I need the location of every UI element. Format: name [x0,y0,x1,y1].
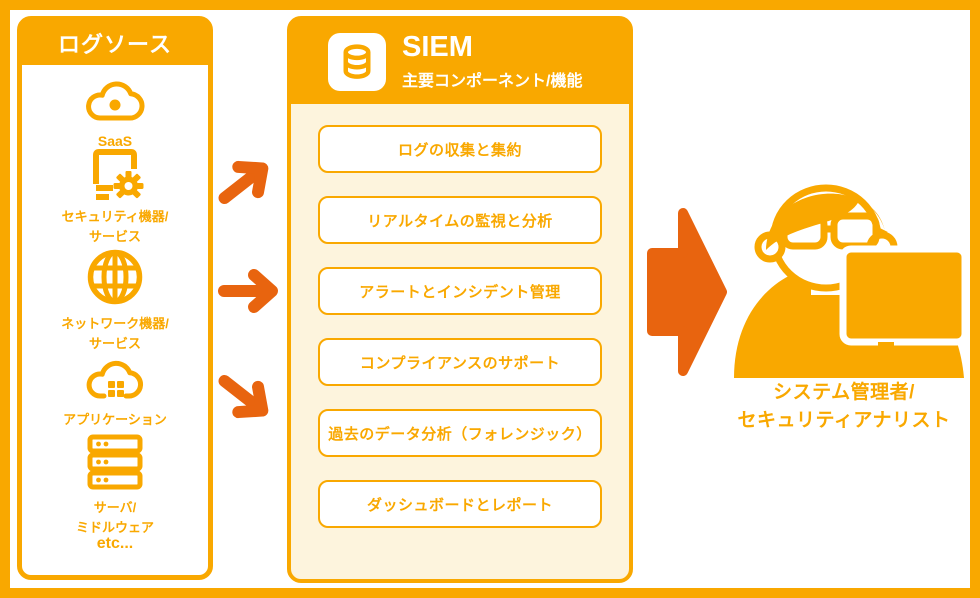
siem-function-alert-incident: アラートとインシデント管理 [318,267,602,315]
flow-arrow-middle-icon [218,269,278,313]
siem-function-log-collection: ログの収集と集約 [318,125,602,173]
siem-function-dashboard-report: ダッシュボードとレポート [318,480,602,528]
cloud-icon [83,78,147,124]
siem-function-forensics: 過去のデータ分析（フォレンジック） [318,409,602,457]
monitor-gear-icon [86,142,144,200]
log-sources-header: ログソース [21,20,209,65]
analyst-illustration [734,184,969,378]
cloud-apps-icon [83,355,147,403]
log-source-label: サーバ/ ミドルウェア [75,500,154,536]
flow-arrow-up-icon [218,160,269,205]
log-sources-title: ログソース [58,31,172,57]
log-source-label: ネットワーク機器/ サービス [61,316,169,352]
siem-title: SIEM [402,31,473,64]
log-source-application: アプリケーション [22,355,208,430]
log-sources-panel: ログソース SaaS [17,16,213,580]
siem-header: SIEM 主要コンポーネント/機能 [290,19,630,104]
log-source-network: ネットワーク機器/ サービス [22,247,208,354]
flow-arrow-down-icon [218,374,269,419]
audience-label: システム管理者/ セキュリティアナリスト [737,382,951,431]
siem-function-compliance: コンプライアンスのサポート [318,338,602,386]
siem-function-realtime-monitoring: リアルタイムの監視と分析 [318,196,602,244]
log-source-server: サーバ/ ミドルウェア [22,433,208,538]
server-stack-icon [85,433,145,491]
log-source-label: SaaS [97,133,133,149]
globe-icon [85,247,145,307]
siem-function-list: ログの収集と集約 リアルタイムの監視と分析 アラートとインシデント管理 コンプラ… [291,104,629,528]
log-source-security: セキュリティ機器/ サービス [22,142,208,247]
log-sources-etc: etc... [96,535,134,552]
log-source-saas: SaaS [22,78,208,153]
log-source-label: アプリケーション [63,412,167,427]
siem-panel: SIEM 主要コンポーネント/機能 ログの収集と集約 リアルタイムの監視と分析 … [287,16,633,583]
database-icon [328,32,386,91]
output-arrow-icon [647,208,727,376]
log-source-label: セキュリティ機器/ サービス [61,209,169,245]
siem-subtitle: 主要コンポーネント/機能 [402,72,583,90]
